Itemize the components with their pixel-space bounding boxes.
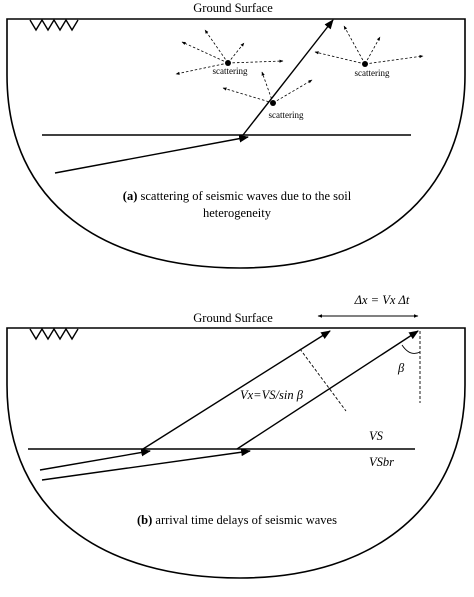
basin-outline-a [6,18,466,269]
scattering-label-2: scattering [355,68,390,78]
caption-a-text: scattering of seismic waves due to the s… [140,189,351,203]
basin-outline-b [6,327,466,579]
wavefront-line [299,348,347,412]
scatterer-2: scattering [314,25,424,78]
beta-label: β [397,361,405,375]
surface-marker-b [29,327,79,341]
scatterer-1: scattering [175,29,284,76]
caption-a-line2: heterogeneity [203,206,272,220]
surface-marker-a [29,18,79,32]
caption-a-line1: (a) scattering of seismic waves due to t… [123,189,352,203]
panel-a: Ground Surface scattering [6,1,466,269]
delta-x-formula: Δx = Vx Δt [354,293,410,307]
caption-b-tag: (b) [137,513,152,527]
vs-br-label: VSbr [369,455,394,469]
panel-b: Δx = Vx Δt Ground Surface β Vx=VS/sin β … [6,293,466,579]
scattering-label-3: scattering [269,110,304,120]
scatterer-3: scattering [222,71,313,120]
caption-a-tag: (a) [123,189,138,203]
ground-surface-label-b: Ground Surface [193,311,273,325]
beta-angle-arc [401,344,421,354]
incident-rays-b [39,330,419,481]
vs-label: VS [369,429,384,443]
velocity-relation: Vx=VS/sin β [240,388,304,402]
scattering-label-1: scattering [213,66,248,76]
ground-surface-label-a: Ground Surface [193,1,273,15]
delta-x-dimension: Δx = Vx Δt [317,293,419,318]
caption-b-text: arrival time delays of seismic waves [155,513,337,527]
caption-b: (b) arrival time delays of seismic waves [137,513,337,527]
incident-ray-a [54,19,334,174]
